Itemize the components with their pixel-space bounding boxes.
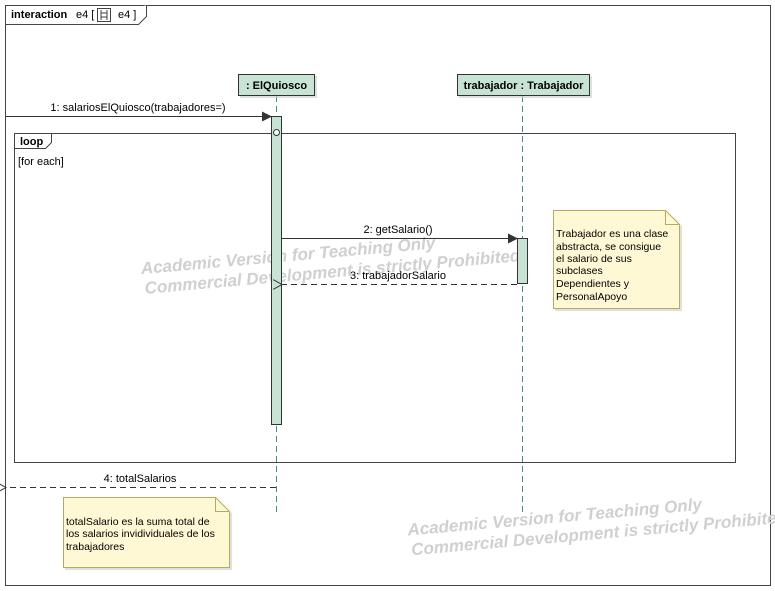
loop-fragment-tab [14,133,52,149]
note-total-salario[interactable]: totalSalario es la suma total de los sal… [63,497,230,568]
loop-guard: [for each] [18,156,64,168]
loop-fragment [14,133,736,463]
interaction-diagram-icon [97,8,111,22]
message-3-label: 3: trabajadorSalario [350,270,446,282]
frame-name-suffix: e4 ] [118,9,136,21]
note-trabajador[interactable]: Trabajador es una clase abstracta, se co… [553,210,680,309]
frame-keyword: interaction [11,9,68,21]
note-total-salario-line-3: trabajadores [66,541,124,553]
loop-operator: loop [20,136,43,148]
lifeline-elquiosco-label: : ElQuiosco [246,80,307,92]
lifeline-trabajador-label: trabajador : Trabajador [464,80,585,92]
lifeline-trabajador-head[interactable]: trabajador : Trabajador [457,74,590,96]
lifeline-elquiosco-head[interactable]: : ElQuiosco [238,74,315,96]
note-total-salario-line-1: totalSalario es la suma total de [66,516,210,528]
interaction-frame [5,5,771,586]
activation-trabajador[interactable] [517,238,528,284]
watermark-top: Academic Version for Teaching Only Comme… [139,233,522,298]
message-2-label: 2: getSalario() [363,224,432,236]
message-4-label: 4: totalSalarios [104,473,177,485]
note-trabajador-line-2: abstracta, se consigue [556,241,661,253]
note-trabajador-line-3: el salario de sus [556,253,632,265]
note-total-salario-line-2: los salarios invidividuales de los [66,528,215,540]
note-trabajador-line-6: PersonalApoyo [556,291,627,303]
message-1-label: 1: salariosElQuiosco(trabajadores=) [50,102,225,114]
watermark-bottom: Academic Version for Teaching Only Comme… [406,495,775,560]
found-message-marker [273,129,280,136]
frame-name-prefix: e4 [ [76,9,94,21]
activation-elquiosco[interactable] [271,116,282,425]
note-trabajador-line-5: Dependientes y [556,278,630,290]
note-trabajador-line-4: subclases [556,265,603,277]
frame-tab [5,5,147,25]
note-trabajador-line-1: Trabajador es una clase [556,228,668,240]
